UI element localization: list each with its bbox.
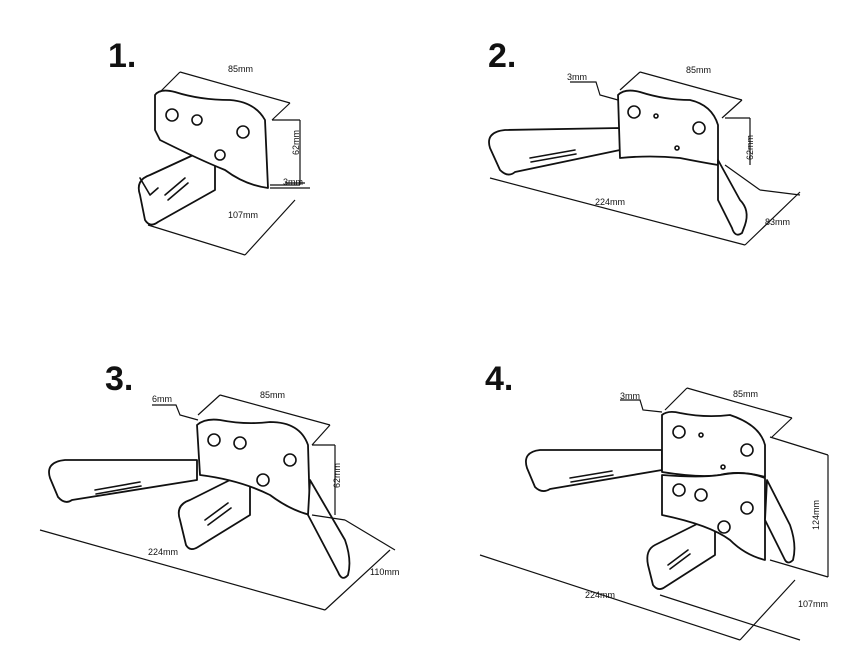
height-label: 62mm — [332, 463, 342, 488]
screw-hole — [720, 464, 726, 470]
panel-4: 4. 3mm 85mm 124mm 224mm 107mm — [479, 360, 829, 641]
screw-hole — [283, 453, 297, 467]
panel-3: 3. 6mm 85mm 62mm 224mm 110mm — [39, 360, 399, 611]
screw-hole — [740, 443, 754, 457]
wall-plate — [154, 89, 269, 189]
screw-hole — [717, 520, 731, 534]
screw-hole — [692, 121, 706, 135]
height-label: 62mm — [745, 135, 755, 160]
long-arm-slot — [569, 470, 614, 483]
screw-hole — [740, 501, 754, 515]
depth-label: 110mm — [370, 567, 399, 577]
screw-hole — [236, 125, 250, 139]
depth-label: 107mm — [228, 210, 258, 220]
screw-hole — [191, 114, 203, 126]
long-arm — [525, 449, 663, 492]
lower-plate — [661, 472, 766, 561]
screw-hole — [165, 108, 179, 122]
hook-tip — [139, 177, 159, 196]
screw-hole — [698, 432, 704, 438]
width-label: 85mm — [733, 389, 758, 399]
dimension-lines — [479, 387, 829, 641]
screw-hole — [674, 145, 680, 151]
length-label: 224mm — [148, 547, 178, 557]
long-arm-slot — [94, 481, 142, 495]
screw-hole — [672, 425, 686, 439]
thickness-label: 3mm — [567, 72, 587, 82]
panel-2: 2. 3mm 85mm 62mm 224mm 83mm — [488, 37, 801, 246]
screw-hole — [627, 105, 641, 119]
long-arm — [488, 127, 621, 176]
hook-slot — [164, 177, 189, 201]
thickness-label: 3mm — [283, 177, 303, 187]
panel-number: 1. — [108, 37, 136, 75]
panel-1: 1. 85mm 62mm 3mm 107mm — [108, 37, 310, 256]
dimension-lines — [147, 71, 310, 256]
hook-slot — [667, 549, 691, 570]
panel-number: 4. — [485, 360, 513, 398]
length-label: 224mm — [585, 590, 615, 600]
side-hook — [717, 159, 748, 236]
screw-hole — [672, 483, 686, 497]
screw-hole — [233, 436, 247, 450]
height-label: 124mm — [811, 500, 821, 530]
panel-number: 3. — [105, 360, 133, 398]
long-arm-slot — [529, 149, 577, 163]
screw-hole — [694, 488, 708, 502]
screw-hole — [256, 473, 270, 487]
wall-plate — [617, 89, 719, 166]
dimension-lines — [489, 71, 801, 246]
screw-hole — [214, 149, 226, 161]
thickness-label: 6mm — [152, 394, 172, 404]
wall-plate — [196, 418, 311, 516]
hook-arm — [646, 514, 716, 590]
screw-hole — [207, 433, 221, 447]
width-label: 85mm — [260, 390, 285, 400]
length-label: 224mm — [595, 197, 625, 207]
hook-slot — [204, 502, 232, 526]
long-arm — [48, 459, 198, 503]
height-label: 62mm — [291, 130, 301, 155]
width-label: 85mm — [228, 64, 253, 74]
side-hook — [764, 479, 796, 564]
depth-label: 107mm — [798, 599, 828, 609]
depth-label: 83mm — [765, 217, 790, 227]
dimension-lines — [39, 394, 396, 611]
width-label: 85mm — [686, 65, 711, 75]
screw-hole — [653, 113, 659, 119]
thickness-label: 3mm — [620, 391, 640, 401]
hook-arm — [177, 469, 251, 550]
side-hook — [307, 479, 351, 579]
panel-number: 2. — [488, 37, 516, 75]
